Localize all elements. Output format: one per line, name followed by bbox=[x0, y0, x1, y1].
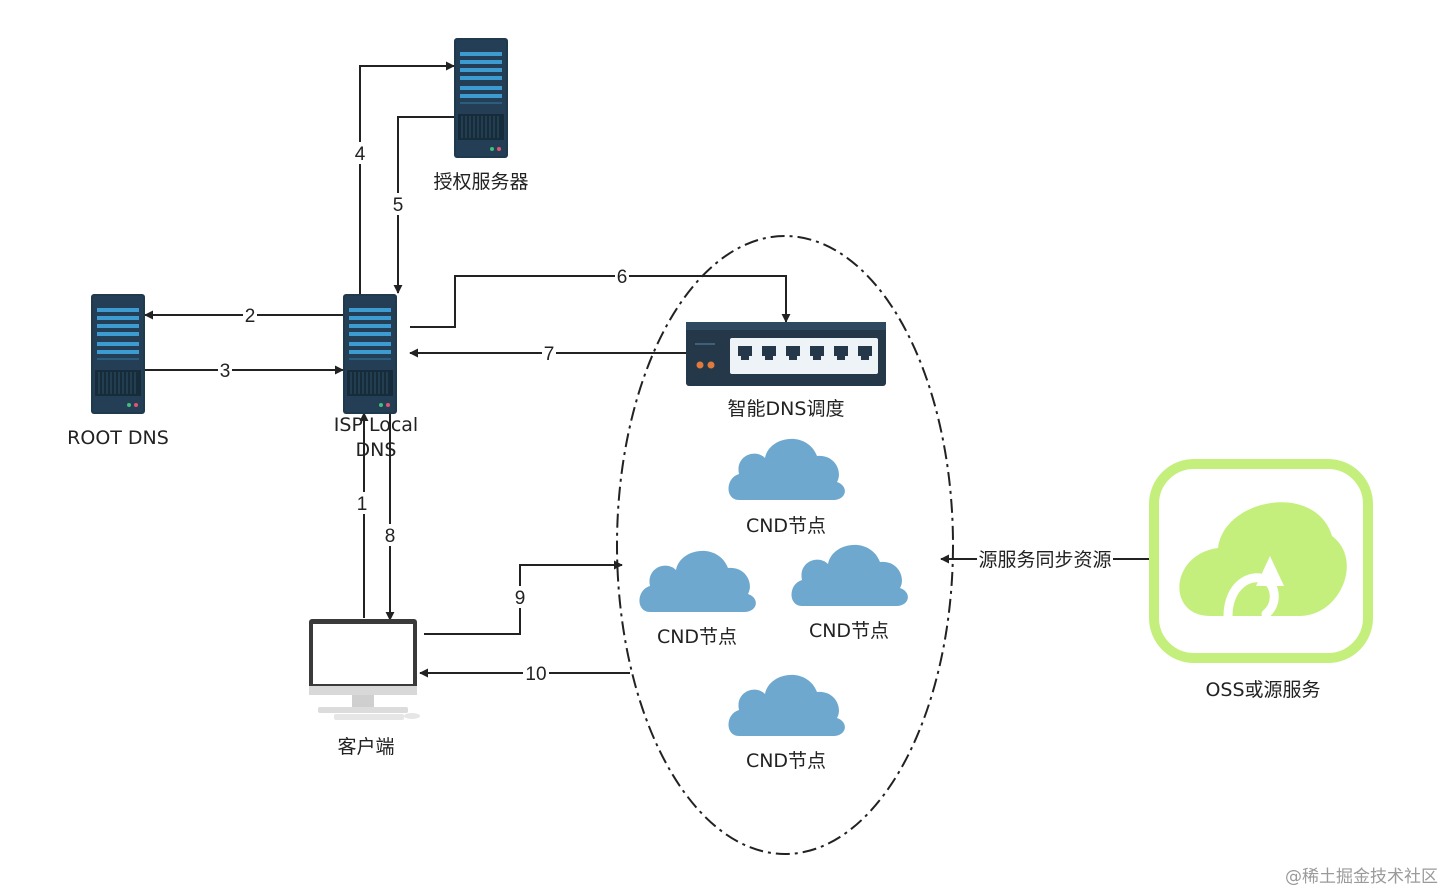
edge-label-7: 7 bbox=[544, 344, 555, 365]
server-icon bbox=[342, 293, 398, 415]
edge-label-4: 4 bbox=[355, 144, 366, 165]
server-icon bbox=[453, 37, 509, 159]
server-icon bbox=[90, 293, 146, 415]
local-dns-label-line2: DNS bbox=[356, 439, 397, 461]
oss-label: OSS或源服务 bbox=[1205, 679, 1320, 701]
client-label: 客户端 bbox=[337, 736, 394, 758]
cdn-cluster-boundary bbox=[616, 235, 954, 855]
edge-5 bbox=[393, 116, 454, 294]
edge-label-1: 1 bbox=[357, 494, 368, 515]
monitor-icon bbox=[309, 619, 420, 720]
edge-label-8: 8 bbox=[385, 526, 396, 547]
oss-node bbox=[1149, 459, 1373, 663]
cloud-icon bbox=[639, 550, 756, 612]
edge-label-6: 6 bbox=[617, 267, 628, 288]
auth-server-label: 授权服务器 bbox=[433, 171, 528, 193]
smart-dns-label: 智能DNS调度 bbox=[728, 398, 845, 420]
cloud-icon bbox=[728, 674, 845, 736]
smart-dns-node bbox=[686, 322, 886, 386]
edge-6 bbox=[410, 275, 791, 328]
root-dns-label: ROOT DNS bbox=[67, 427, 169, 449]
edge-labels: 2 3 4 5 6 7 1 8 9 10 源服务同步资源 bbox=[218, 142, 1113, 685]
edge-label-9: 9 bbox=[515, 588, 526, 609]
edge-4 bbox=[359, 61, 455, 295]
edge-label-sync: 源服务同步资源 bbox=[978, 549, 1111, 571]
edge-label-2: 2 bbox=[245, 306, 256, 327]
cdn-label-left: CND节点 bbox=[657, 626, 737, 648]
edges bbox=[144, 61, 1150, 678]
auth-server-node bbox=[453, 37, 509, 159]
cloud-upload-icon bbox=[1179, 502, 1347, 621]
cdn-label-top: CND节点 bbox=[746, 515, 826, 537]
cdn-label-bottom: CND节点 bbox=[746, 750, 826, 772]
edge-label-3: 3 bbox=[220, 361, 231, 382]
switch-icon bbox=[686, 322, 886, 386]
cloud-icon bbox=[728, 438, 845, 500]
edge-label-5: 5 bbox=[393, 195, 404, 216]
edge-label-10: 10 bbox=[525, 664, 546, 685]
local-dns-label-line1: ISP Local bbox=[334, 414, 418, 436]
cdn-label-right: CND节点 bbox=[809, 620, 889, 642]
watermark: @稀土掘金技术社区 bbox=[1285, 867, 1438, 887]
root-dns-node bbox=[90, 293, 146, 415]
client-node bbox=[309, 619, 420, 720]
cloud-icon bbox=[791, 544, 908, 606]
local-dns-node bbox=[342, 293, 398, 415]
